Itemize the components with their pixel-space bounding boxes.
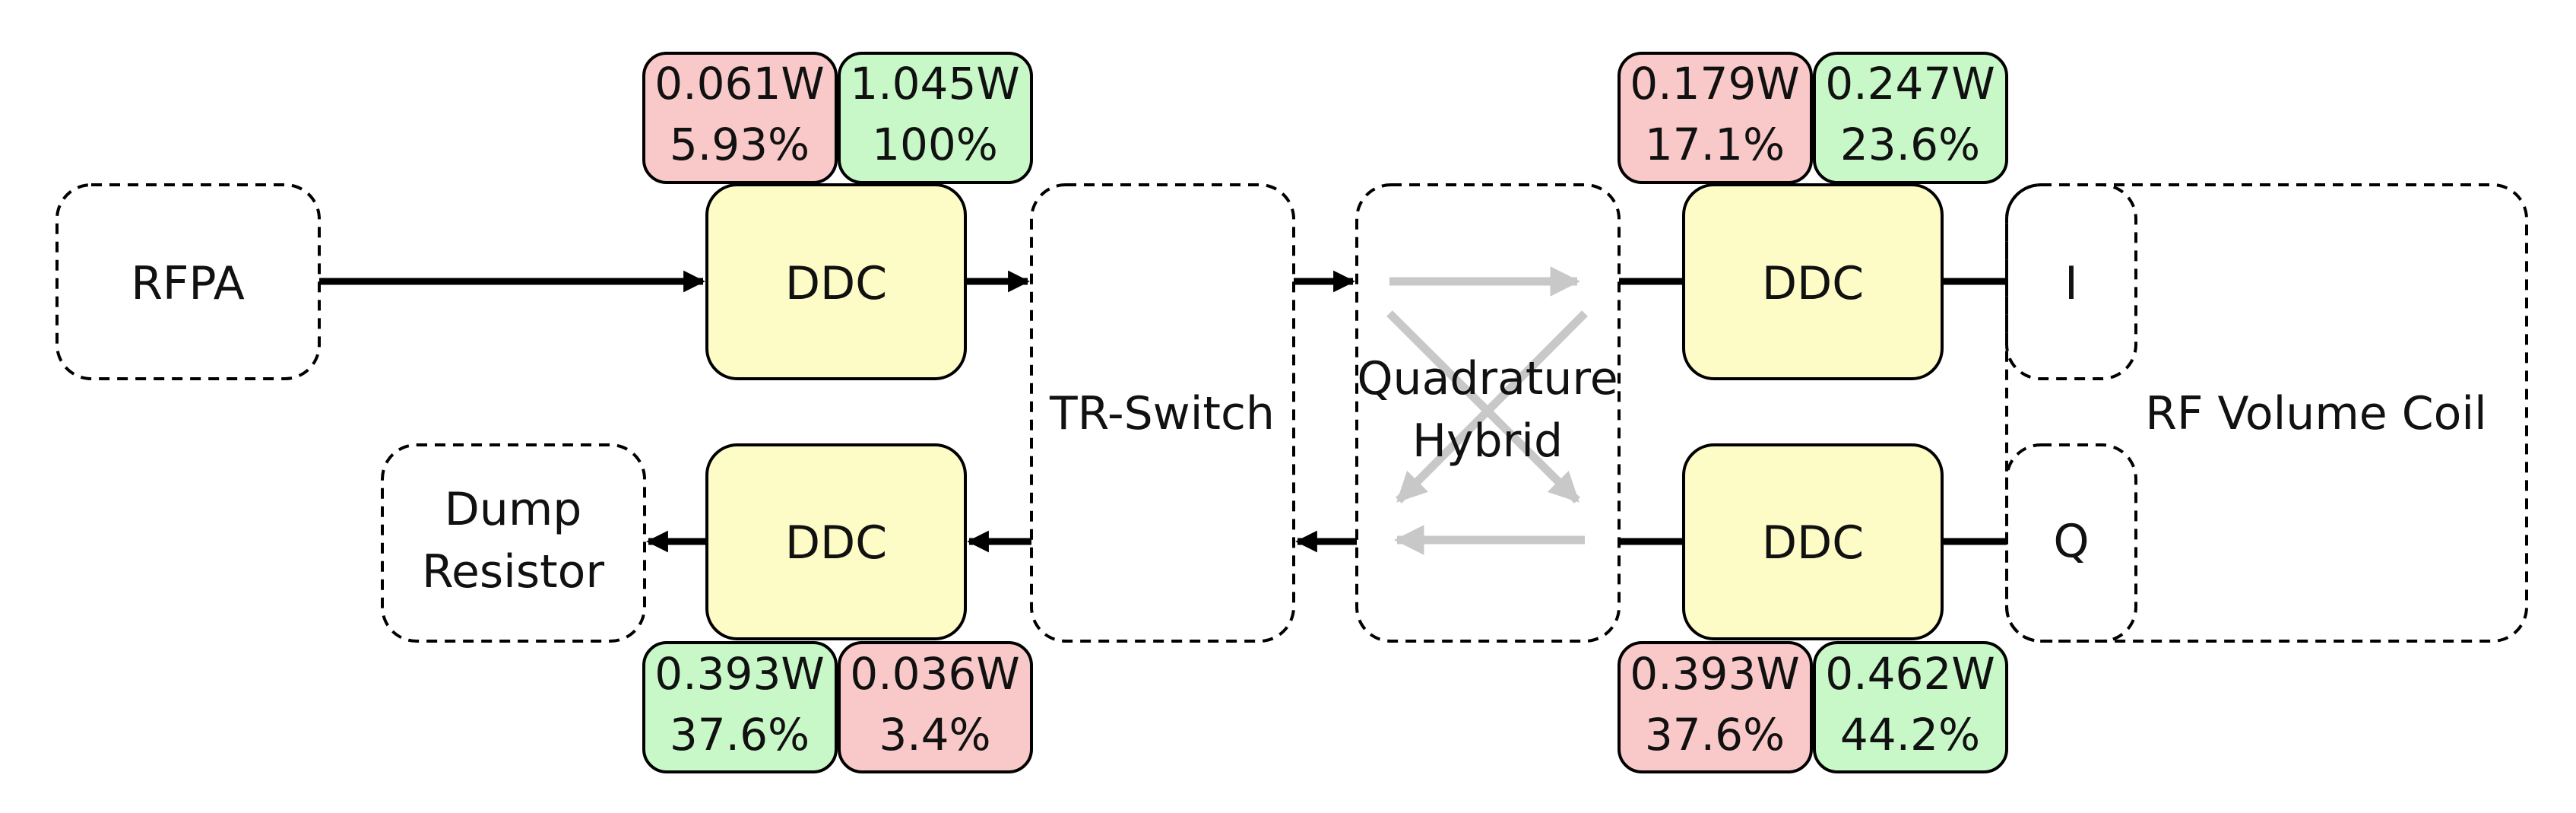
badge-watts: 0.393W: [1630, 648, 1799, 700]
rf-volume-coil-block: RF Volume Coil: [2005, 183, 2528, 643]
dump-label-line2: Resistor: [422, 545, 604, 599]
rfpa-block: RFPA: [55, 183, 321, 380]
power-badge-rx-loss: 0.036W 3.4%: [838, 641, 1033, 773]
badge-percent: 5.93%: [670, 119, 810, 170]
badge-percent: 100%: [872, 119, 998, 170]
badge-percent: 37.6%: [1645, 709, 1785, 761]
power-badge-i-forward: 0.247W 23.6%: [1813, 52, 2008, 184]
ddc-tx-label: DDC: [785, 257, 887, 310]
power-badge-i-loss: 0.179W 17.1%: [1618, 52, 1813, 184]
port-i-block: I: [2005, 183, 2137, 380]
hybrid-label-line2: Hybrid: [1412, 414, 1563, 468]
badge-watts: 1.045W: [850, 58, 1019, 110]
badge-percent: 3.4%: [879, 709, 990, 761]
badge-watts: 0.247W: [1825, 58, 1995, 110]
ddc-tx: DDC: [705, 183, 967, 380]
power-badge-q-loss: 0.393W 37.6%: [1618, 641, 1813, 773]
badge-watts: 0.061W: [654, 58, 824, 110]
badge-percent: 44.2%: [1840, 709, 1980, 761]
tr-switch-label: TR-Switch: [1049, 387, 1275, 440]
ddc-i-label: DDC: [1762, 257, 1864, 310]
power-badge-rx-forward: 0.393W 37.6%: [642, 641, 838, 773]
hybrid-cross-arrow-a: [1396, 310, 1588, 503]
ddc-rx: DDC: [705, 443, 967, 640]
badge-percent: 37.6%: [670, 709, 810, 761]
port-i-label: I: [2064, 257, 2078, 310]
badge-watts: 0.036W: [850, 648, 1019, 700]
tr-switch-block: TR-Switch: [1030, 183, 1295, 643]
badge-watts: 0.179W: [1630, 58, 1799, 110]
power-badge-q-forward: 0.462W 44.2%: [1813, 641, 2008, 773]
badge-watts: 0.393W: [654, 648, 824, 700]
power-badge-tx-loss: 0.061W 5.93%: [642, 52, 838, 184]
power-badge-tx-forward: 1.045W 100%: [838, 52, 1033, 184]
quadrature-hybrid-block: Quadrature Hybrid: [1355, 183, 1621, 643]
badge-percent: 17.1%: [1645, 119, 1785, 170]
port-q-label: Q: [2053, 515, 2089, 568]
ddc-q-label: DDC: [1762, 516, 1864, 570]
rfpa-label: RFPA: [131, 257, 245, 310]
ddc-i: DDC: [1682, 183, 1944, 380]
dump-resistor-block: Dump Resistor: [381, 443, 646, 643]
ddc-rx-label: DDC: [785, 516, 887, 570]
hybrid-cross-arrow-b: [1386, 310, 1580, 503]
badge-watts: 0.462W: [1825, 648, 1995, 700]
ddc-q: DDC: [1682, 443, 1944, 640]
badge-percent: 23.6%: [1840, 119, 1980, 170]
port-q-block: Q: [2005, 443, 2137, 643]
dump-label-line1: Dump: [445, 483, 582, 536]
coil-label: RF Volume Coil: [2145, 387, 2486, 440]
hybrid-label-line1: Quadrature: [1357, 352, 1618, 405]
